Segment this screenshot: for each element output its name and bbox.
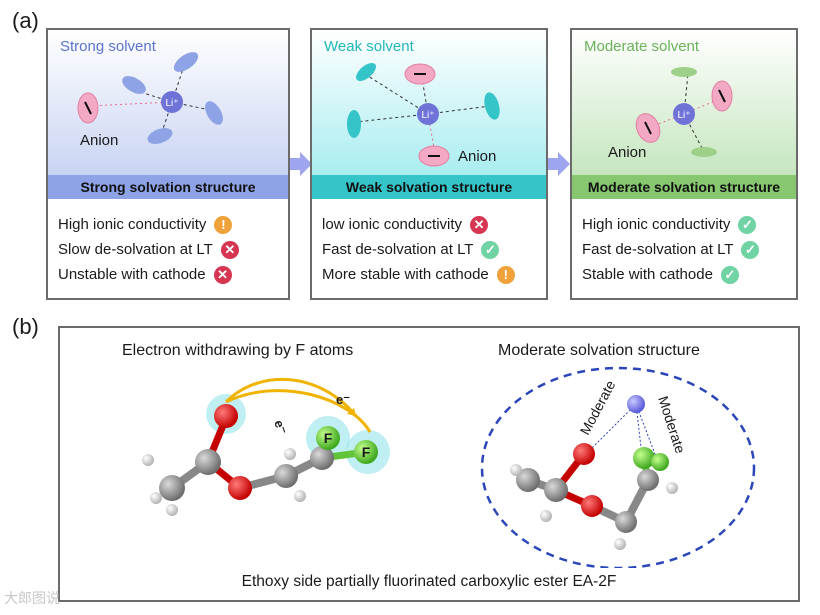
solvation-banner: Moderate solvation structure bbox=[572, 175, 796, 199]
li-ion-label: Li⁺ bbox=[677, 110, 690, 121]
moderate-solvent-card: Moderate solvent Li⁺ Anion Moderate solv… bbox=[570, 28, 798, 300]
check-icon: ✓ bbox=[481, 240, 500, 259]
solvation-boundary bbox=[480, 366, 756, 568]
property-text: Fast de-solvation at LT bbox=[582, 241, 734, 258]
solvation-sketch: Li⁺ bbox=[635, 67, 733, 157]
moderate-solvation-illustration: Moderate solvent Li⁺ Anion bbox=[572, 30, 796, 175]
ea-2f-molecule: F F e⁻ e⁻ bbox=[142, 377, 390, 516]
solvation-sketch: Li⁺ bbox=[347, 63, 500, 167]
property-item: Fast de-solvation at LT ✓ bbox=[582, 237, 760, 262]
weak-solvent-card: Weak solvent Li⁺ Anion Weak solvation st… bbox=[310, 28, 548, 300]
li-ion-label: Li⁺ bbox=[165, 98, 178, 109]
solvent-molecule bbox=[205, 101, 223, 125]
solvent-molecule bbox=[671, 67, 697, 77]
solvent-molecule bbox=[356, 63, 376, 81]
arrow-right-icon bbox=[548, 152, 570, 176]
panel-b-label: (b) bbox=[12, 314, 39, 339]
solvation-sketch: Li⁺ bbox=[77, 52, 223, 144]
property-text: Fast de-solvation at LT bbox=[322, 241, 474, 258]
li-ion bbox=[627, 395, 645, 413]
strong-solvent-card: Strong solvent Li⁺ Anion Strong solvatio… bbox=[46, 28, 290, 300]
property-list: High ionic conductivity! Slow de-solvati… bbox=[58, 212, 239, 287]
fluorine-label: F bbox=[324, 430, 333, 446]
property-text: Slow de-solvation at LT bbox=[58, 241, 213, 258]
solvent-label: Moderate solvent bbox=[584, 38, 700, 55]
left-title: Electron withdrawing by F atoms bbox=[122, 342, 354, 359]
solvent-molecule bbox=[484, 92, 500, 120]
molecule-caption: Ethoxy side partially fluorinated carbox… bbox=[241, 573, 617, 590]
moderate-solvation-diagram: Moderate Moderate bbox=[480, 366, 756, 568]
property-item: low ionic conductivity ✕ bbox=[322, 212, 515, 237]
solvent-label: Weak solvent bbox=[324, 38, 414, 55]
warning-icon: ! bbox=[496, 265, 515, 284]
strong-solvation-illustration: Strong solvent Li⁺ Anion bbox=[48, 30, 288, 175]
anion-label: Anion bbox=[458, 148, 497, 165]
molecule-diagrams: F F e⁻ e⁻ bbox=[142, 366, 756, 568]
li-ion bbox=[161, 91, 183, 113]
solvation-banner: Weak solvation structure bbox=[312, 175, 546, 199]
property-text: More stable with cathode bbox=[322, 266, 489, 283]
property-list: low ionic conductivity ✕ Fast de-solvatio… bbox=[322, 212, 515, 287]
property-item: High ionic conductivity! bbox=[58, 212, 239, 237]
check-icon: ✓ bbox=[738, 215, 757, 234]
cross-icon: ✕ bbox=[470, 215, 489, 234]
property-item: Unstable with cathode ✕ bbox=[58, 262, 239, 287]
solvent-label: Strong solvent bbox=[60, 38, 156, 55]
property-item: Fast de-solvation at LT ✓ bbox=[322, 237, 515, 262]
panel-a-label: (a) bbox=[12, 8, 39, 33]
li-ion-label: Li⁺ bbox=[421, 110, 434, 121]
warning-icon: ! bbox=[214, 215, 233, 234]
right-title: Moderate solvation structure bbox=[498, 342, 700, 359]
property-text: low ionic conductivity bbox=[322, 216, 463, 233]
moderate-label: Moderate bbox=[577, 377, 619, 437]
anion-label: Anion bbox=[608, 144, 647, 161]
solvent-molecule bbox=[347, 110, 361, 138]
solvation-banner: Strong solvation structure bbox=[48, 175, 288, 199]
solvent-molecule bbox=[173, 52, 199, 72]
solvent-molecule bbox=[147, 128, 173, 144]
solvent-molecule bbox=[122, 76, 146, 94]
anion-label: Anion bbox=[80, 132, 119, 149]
check-icon: ✓ bbox=[720, 265, 739, 284]
moderate-label: Moderate bbox=[655, 394, 689, 455]
electron-label: e⁻ bbox=[271, 418, 290, 437]
cross-icon: ✕ bbox=[213, 265, 232, 284]
property-item: More stable with cathode! bbox=[322, 262, 515, 287]
property-text: High ionic conductivity bbox=[58, 216, 207, 233]
cross-icon: ✕ bbox=[220, 240, 239, 259]
property-item: High ionic conductivity ✓ bbox=[582, 212, 759, 237]
li-ion bbox=[673, 103, 695, 125]
property-text: High ionic conductivity bbox=[582, 216, 731, 233]
property-text: Stable with cathode bbox=[582, 266, 713, 283]
property-item: Stable with cathode ✓ bbox=[582, 262, 759, 287]
arrow-right-icon bbox=[290, 152, 312, 176]
electron-label: e⁻ bbox=[336, 392, 350, 407]
check-icon: ✓ bbox=[741, 240, 760, 259]
watermark: 大郎图说 bbox=[4, 590, 60, 606]
property-text: Unstable with cathode bbox=[58, 266, 206, 283]
property-list: High ionic conductivity ✓ Fast de-solvati… bbox=[582, 212, 760, 287]
weak-solvation-illustration: Weak solvent Li⁺ Anion bbox=[312, 30, 546, 175]
fluorine-label: F bbox=[362, 444, 371, 460]
property-item: Slow de-solvation at LT ✕ bbox=[58, 237, 239, 262]
li-ion bbox=[417, 103, 439, 125]
solvent-molecule bbox=[691, 147, 717, 157]
panel-b-frame: Electron withdrawing by F atoms Moderate… bbox=[58, 326, 800, 602]
